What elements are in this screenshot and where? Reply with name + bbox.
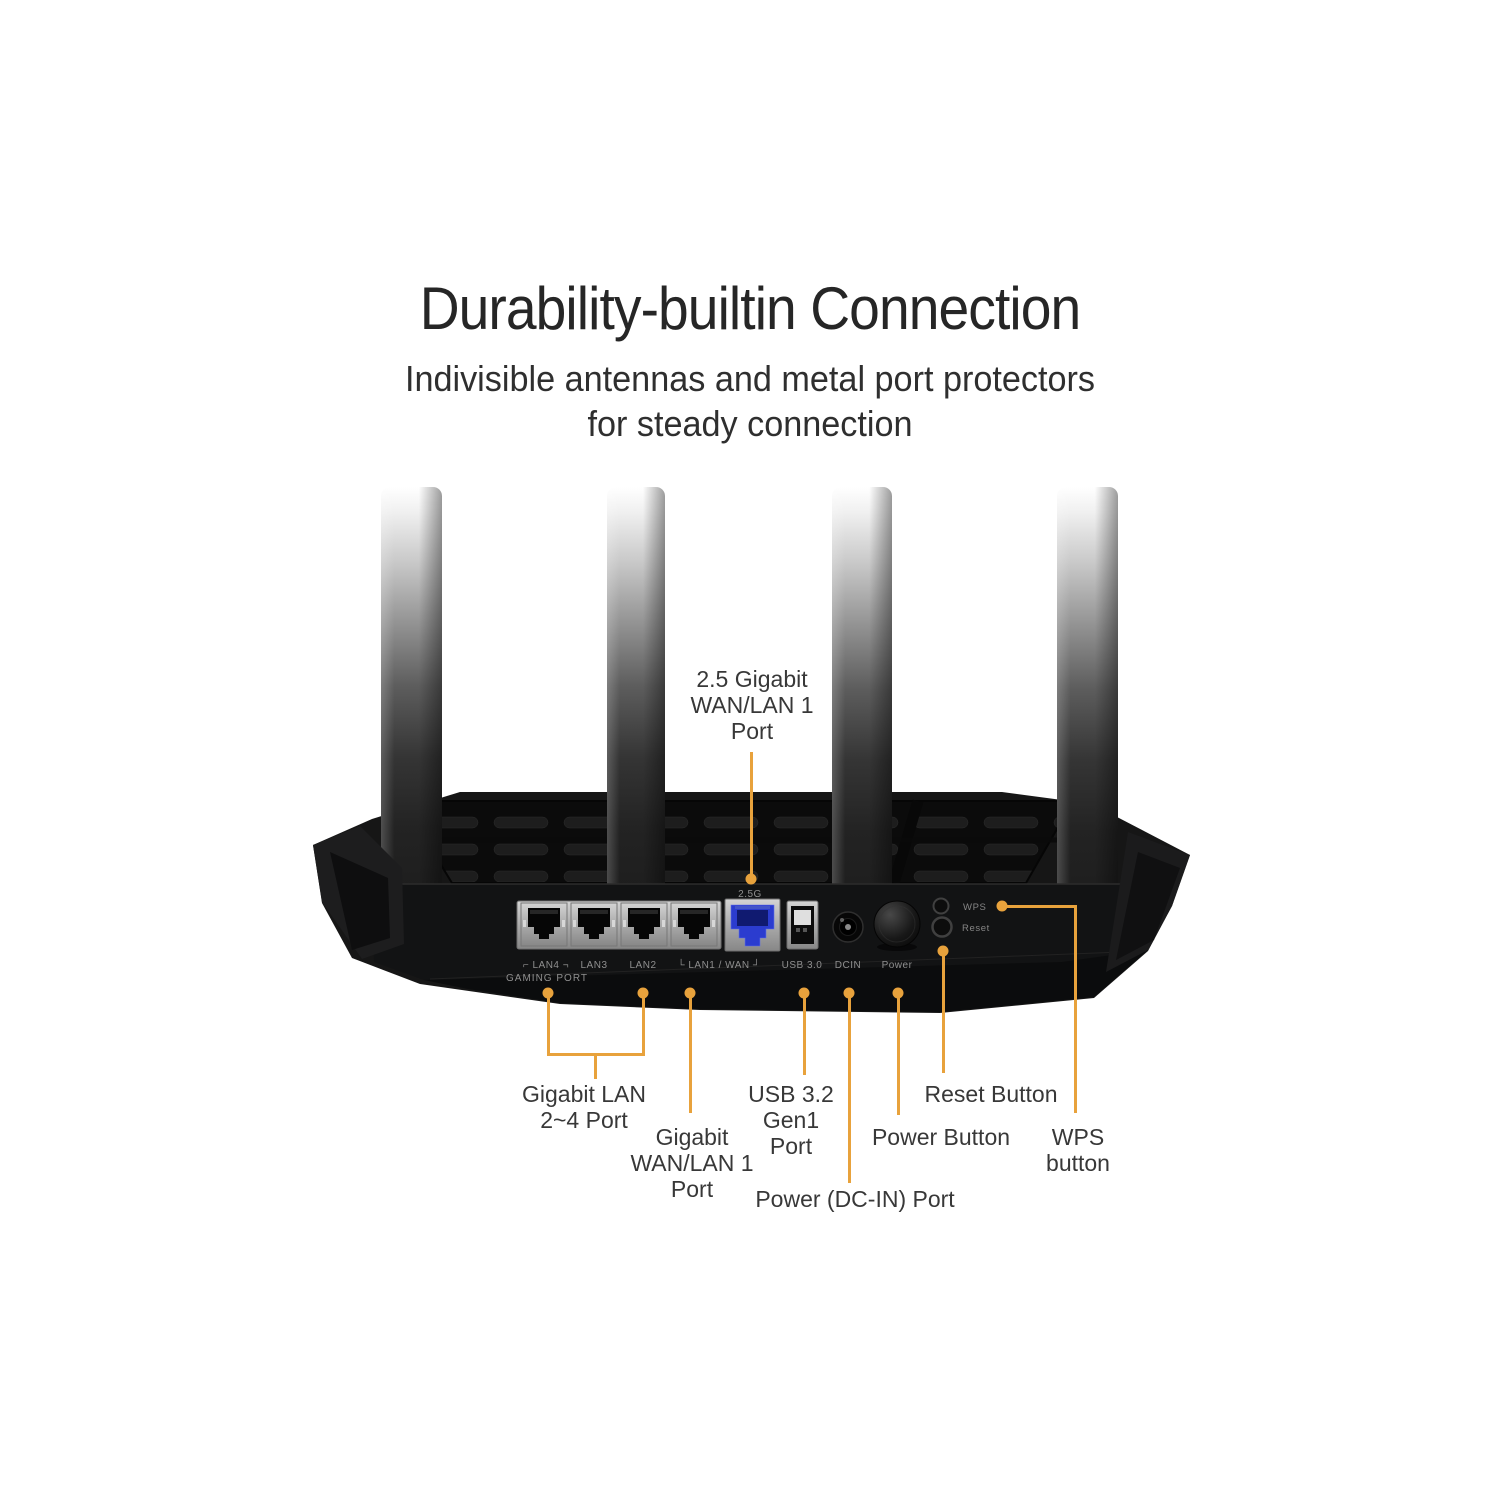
print-lan2: LAN2 xyxy=(629,960,656,971)
callout-bracket-stem xyxy=(594,1056,597,1079)
callout-dot-wan-lan1 xyxy=(684,987,696,999)
callout-line-wan-lan1 xyxy=(688,996,692,1113)
router-rear-photo: 2.5G ⌐ LAN4 ¬ LAN3 LAN2 └ LAN1 / WAN ┘ U… xyxy=(313,487,1190,1013)
page-title: Durability-builtin Connection xyxy=(419,275,1082,342)
dcin-port xyxy=(832,911,864,943)
callout-line-text: Gigabit xyxy=(655,1124,729,1150)
callout-label-dcin: Power (DC-IN) Port xyxy=(755,1186,955,1212)
print-wps: WPS xyxy=(963,902,986,913)
callout-line-text: Port xyxy=(670,1176,714,1202)
print-usb: USB 3.0 xyxy=(782,960,823,971)
wps-button xyxy=(932,897,950,915)
print-lan1-wan: └ LAN1 / WAN ┘ xyxy=(677,958,760,971)
callout-bracket-left xyxy=(546,996,550,1056)
callout-line-text: Gigabit LAN xyxy=(521,1081,647,1107)
callout-label-lan-group: Gigabit LAN 2~4 Port xyxy=(522,1081,646,1133)
antenna-3-shade xyxy=(832,487,892,907)
callout-line-text: Gen1 xyxy=(762,1107,820,1133)
left-wing-facet xyxy=(330,852,390,950)
callout-line-text: Port xyxy=(730,718,774,744)
callout-dot-lan-a xyxy=(542,987,554,999)
usb-port xyxy=(786,900,819,950)
print-lan3: LAN3 xyxy=(580,960,607,971)
callout-dot-2-5g xyxy=(745,873,757,885)
callout-label-wan-lan1: Gigabit WAN/LAN 1 Port xyxy=(630,1124,753,1202)
subtitle-line-2: for steady connection xyxy=(587,403,913,444)
callout-line-wps-h xyxy=(1002,904,1077,908)
lan-port-plate xyxy=(516,900,722,950)
callout-line-usb xyxy=(802,996,806,1075)
callout-label-power: Power Button xyxy=(871,1124,1011,1150)
power-knob xyxy=(873,900,921,951)
callout-line-text: USB 3.2 xyxy=(748,1081,834,1107)
page-subtitle: Indivisible antennas and metal port prot… xyxy=(38,356,1463,446)
callout-label-usb: USB 3.2 Gen1 Port xyxy=(748,1081,834,1159)
right-wing-facet xyxy=(1116,852,1180,960)
lan2-port xyxy=(620,902,668,947)
callout-dot-lan-b xyxy=(637,987,649,999)
antenna-4-shade xyxy=(1057,487,1118,907)
antenna-1-shade xyxy=(381,487,442,902)
callout-dot-dcin xyxy=(843,987,855,999)
callout-bracket-bar xyxy=(546,1053,645,1056)
print-dcin: DCIN xyxy=(835,960,861,971)
callout-line-text: Port xyxy=(769,1133,813,1159)
callout-line-wps-v xyxy=(1073,906,1077,1113)
callout-line-text: WAN/LAN 1 xyxy=(630,1150,754,1176)
callout-line-power xyxy=(896,996,900,1115)
callout-line-text: WAN/LAN 1 xyxy=(690,692,814,718)
callout-dot-power xyxy=(892,987,904,999)
callout-line-text: WPS xyxy=(1051,1124,1105,1150)
bottom-chamfer xyxy=(424,950,1148,1012)
print-lan4: ⌐ LAN4 ¬ xyxy=(523,960,569,971)
callout-line-2-5g xyxy=(749,752,753,878)
chamfer-edge xyxy=(429,950,1147,980)
callout-line-text: 2~4 Port xyxy=(540,1107,628,1133)
print-2-5g: 2.5G xyxy=(738,889,762,900)
callout-label-reset: Reset Button xyxy=(924,1081,1058,1107)
callout-line-text: button xyxy=(1046,1150,1110,1176)
lan4-port xyxy=(520,902,568,947)
callout-label-wps: WPS button xyxy=(1046,1124,1110,1176)
antennas xyxy=(381,487,1118,907)
print-reset: Reset xyxy=(962,923,990,934)
subtitle-line-1: Indivisible antennas and metal port prot… xyxy=(404,358,1096,399)
print-power: Power xyxy=(882,960,913,971)
callout-line-reset xyxy=(941,954,945,1073)
callout-line-dcin xyxy=(847,996,851,1183)
reset-button xyxy=(931,916,953,938)
lan1-wan-port xyxy=(670,902,718,947)
callout-bracket-right xyxy=(641,996,645,1056)
print-gaming-port: GAMING PORT xyxy=(506,973,588,984)
callout-dot-reset xyxy=(937,945,949,957)
antenna-2-shade xyxy=(607,487,665,902)
callout-line-text: 2.5 Gigabit xyxy=(696,666,808,692)
wan-2-5g-port xyxy=(724,898,781,952)
callout-dot-usb xyxy=(798,987,810,999)
callout-label-2-5g-port: 2.5 Gigabit WAN/LAN 1 Port xyxy=(690,666,813,744)
lan3-port xyxy=(570,902,618,947)
